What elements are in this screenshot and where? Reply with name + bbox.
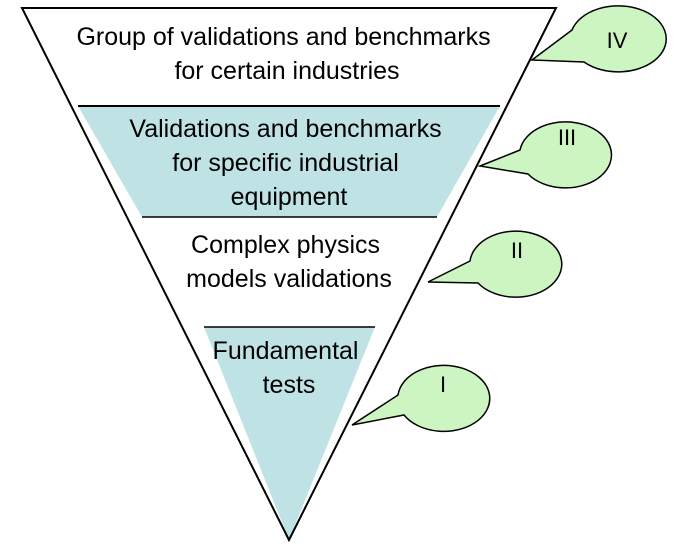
band-level-iv [22, 8, 556, 106]
bubble-ii-label: II [511, 238, 523, 263]
bubble-level-ii: II [427, 230, 563, 298]
bubble-ii-shape [427, 230, 563, 298]
bubble-level-iv: IV [529, 5, 667, 73]
band-level-i [204, 327, 375, 540]
level-ii-text: Complex physics models validations [186, 231, 392, 293]
bubble-i-shape [351, 364, 491, 433]
level-iii-line-1: Validations and benchmarks [129, 115, 441, 143]
bubble-iv-label: IV [607, 28, 628, 53]
level-iv-line-1: Group of validations and benchmarks [76, 23, 490, 51]
bubble-level-i: I [351, 364, 491, 433]
level-ii-line-2: models validations [186, 265, 392, 293]
level-i-text: Fundamental tests [213, 337, 366, 399]
level-iv-text: Group of validations and benchmarks for … [76, 23, 497, 85]
triangle-outline [20, 7, 558, 543]
bubble-i-label: I [440, 372, 446, 397]
bubble-iv-shape [529, 5, 667, 73]
level-i-line-2: tests [263, 371, 316, 399]
band-level-iii [78, 106, 500, 217]
level-i-line-1: Fundamental [213, 337, 359, 365]
bubble-iii-shape [477, 121, 613, 189]
level-iii-text: Validations and benchmarks for specific … [129, 115, 448, 211]
level-iii-line-3: equipment [231, 183, 348, 211]
band-level-ii [142, 217, 437, 327]
level-ii-line-1: Complex physics [191, 231, 380, 259]
bubble-iii-label: III [558, 125, 576, 150]
bubble-level-iii: III [477, 121, 613, 189]
level-iii-line-2: for specific industrial [172, 149, 398, 177]
level-iv-line-2: for certain industries [174, 57, 399, 85]
